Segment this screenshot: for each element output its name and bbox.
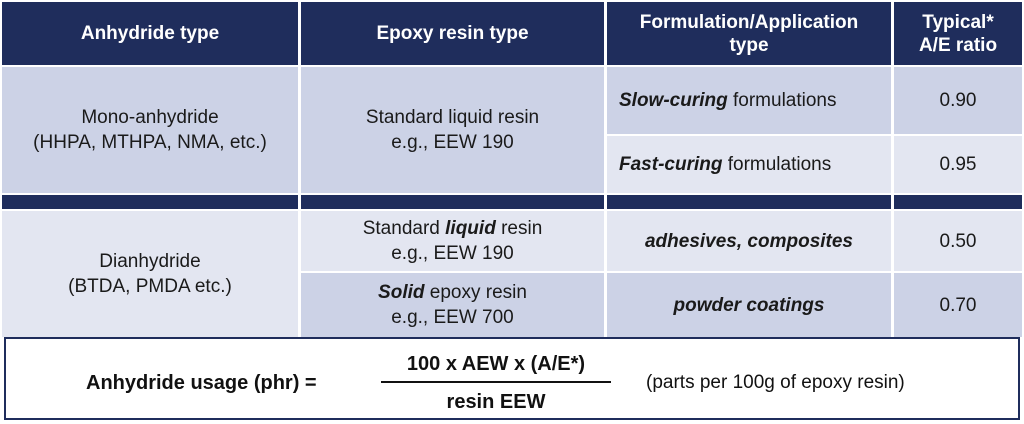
header-formulation-type: Formulation/Application type [607, 2, 891, 65]
formula-numerator: 100 x AEW x (A/E*) [406, 353, 586, 375]
mono-formulation-slow-bold: Slow-curing [619, 90, 728, 111]
formula-box: Anhydride usage (phr) = 100 x AEW x (A/E… [4, 337, 1020, 420]
dianhydride-name: Dianhydride [99, 251, 201, 272]
fraction-bar [381, 381, 611, 383]
di-resin-liquid-post: resin [495, 218, 543, 239]
di-resin-solid-eew: e.g., EEW 700 [391, 307, 514, 328]
mono-formulation-fast: Fast-curing formulations [607, 136, 891, 193]
separator-gap-2 [604, 195, 607, 209]
di-ratio-powder: 0.70 [894, 273, 1022, 337]
header-formulation-line2: type [729, 34, 769, 56]
di-ratio-powder-value: 0.70 [939, 294, 977, 316]
mono-formulation-fast-rest: formulations [722, 154, 832, 175]
di-ratio-adhesives: 0.50 [894, 211, 1022, 271]
mono-ratio-slow: 0.90 [894, 67, 1022, 134]
mono-anhydride-name: Mono-anhydride [81, 107, 219, 128]
header-anhydride-label: Anhydride type [80, 23, 220, 44]
separator-gap-3 [891, 195, 894, 209]
separator-gap-1 [298, 195, 301, 209]
di-formulation-powder: powder coatings [607, 273, 891, 337]
di-formulation-adhesives: adhesives, composites [607, 211, 891, 271]
di-resin-solid-bold: Solid [378, 282, 425, 303]
mono-ratio-slow-value: 0.90 [939, 90, 977, 111]
formula-label: Anhydride usage (phr) = [86, 372, 317, 394]
mono-formulation-slow-text: Slow-curing formulations [619, 88, 837, 113]
formula-fraction: 100 x AEW x (A/E*) resin EEW [381, 351, 611, 415]
header-resin-label: Epoxy resin type [376, 23, 529, 44]
header-ratio-line1: Typical* [922, 11, 994, 33]
mono-formulation-fast-bold: Fast-curing [619, 154, 723, 175]
section-separator [2, 195, 1022, 209]
mono-anhydride-examples: (HHPA, MTHPA, NMA, etc.) [33, 132, 267, 153]
header-formulation-line1: Formulation/Application [639, 11, 859, 33]
di-resin-solid: Solid epoxy resin e.g., EEW 700 [301, 273, 604, 337]
formula-note: (parts per 100g of epoxy resin) [646, 372, 905, 393]
mono-ratio-fast-value: 0.95 [939, 154, 977, 175]
header-ae-ratio: Typical* A/E ratio [894, 2, 1022, 65]
di-ratio-adhesives-value: 0.50 [939, 230, 977, 252]
header-anhydride-type: Anhydride type [2, 2, 298, 65]
formula-denominator: resin EEW [446, 391, 546, 413]
header-ratio-line2: A/E ratio [918, 34, 998, 56]
di-resin-liquid-eew: e.g., EEW 190 [391, 243, 514, 264]
mono-anhydride-cell: Mono-anhydride (HHPA, MTHPA, NMA, etc.) [2, 67, 298, 193]
di-resin-solid-line1: Solid epoxy resin [378, 280, 527, 305]
di-resin-solid-post: epoxy resin [424, 282, 527, 303]
dianhydride-examples: (BTDA, PMDA etc.) [68, 276, 232, 297]
mono-resin-name: Standard liquid resin [365, 107, 540, 128]
dianhydride-cell: Dianhydride (BTDA, PMDA etc.) [2, 211, 298, 337]
mono-resin-cell: Standard liquid resin e.g., EEW 190 [301, 67, 604, 193]
di-resin-liquid-line1: Standard liquid resin [363, 216, 543, 241]
mono-formulation-slow: Slow-curing formulations [607, 67, 891, 134]
mono-formulation-fast-text: Fast-curing formulations [619, 152, 831, 177]
header-epoxy-resin-type: Epoxy resin type [301, 2, 604, 65]
di-resin-liquid: Standard liquid resin e.g., EEW 190 [301, 211, 604, 271]
mono-formulation-slow-rest: formulations [727, 90, 837, 111]
di-resin-liquid-pre: Standard [362, 218, 446, 239]
mono-resin-eew: e.g., EEW 190 [391, 132, 514, 153]
di-formulation-powder-text: powder coatings [673, 294, 825, 316]
mono-ratio-fast: 0.95 [894, 136, 1022, 193]
di-resin-liquid-bold: liquid [445, 218, 496, 239]
di-formulation-adhesives-text: adhesives, composites [644, 230, 854, 252]
